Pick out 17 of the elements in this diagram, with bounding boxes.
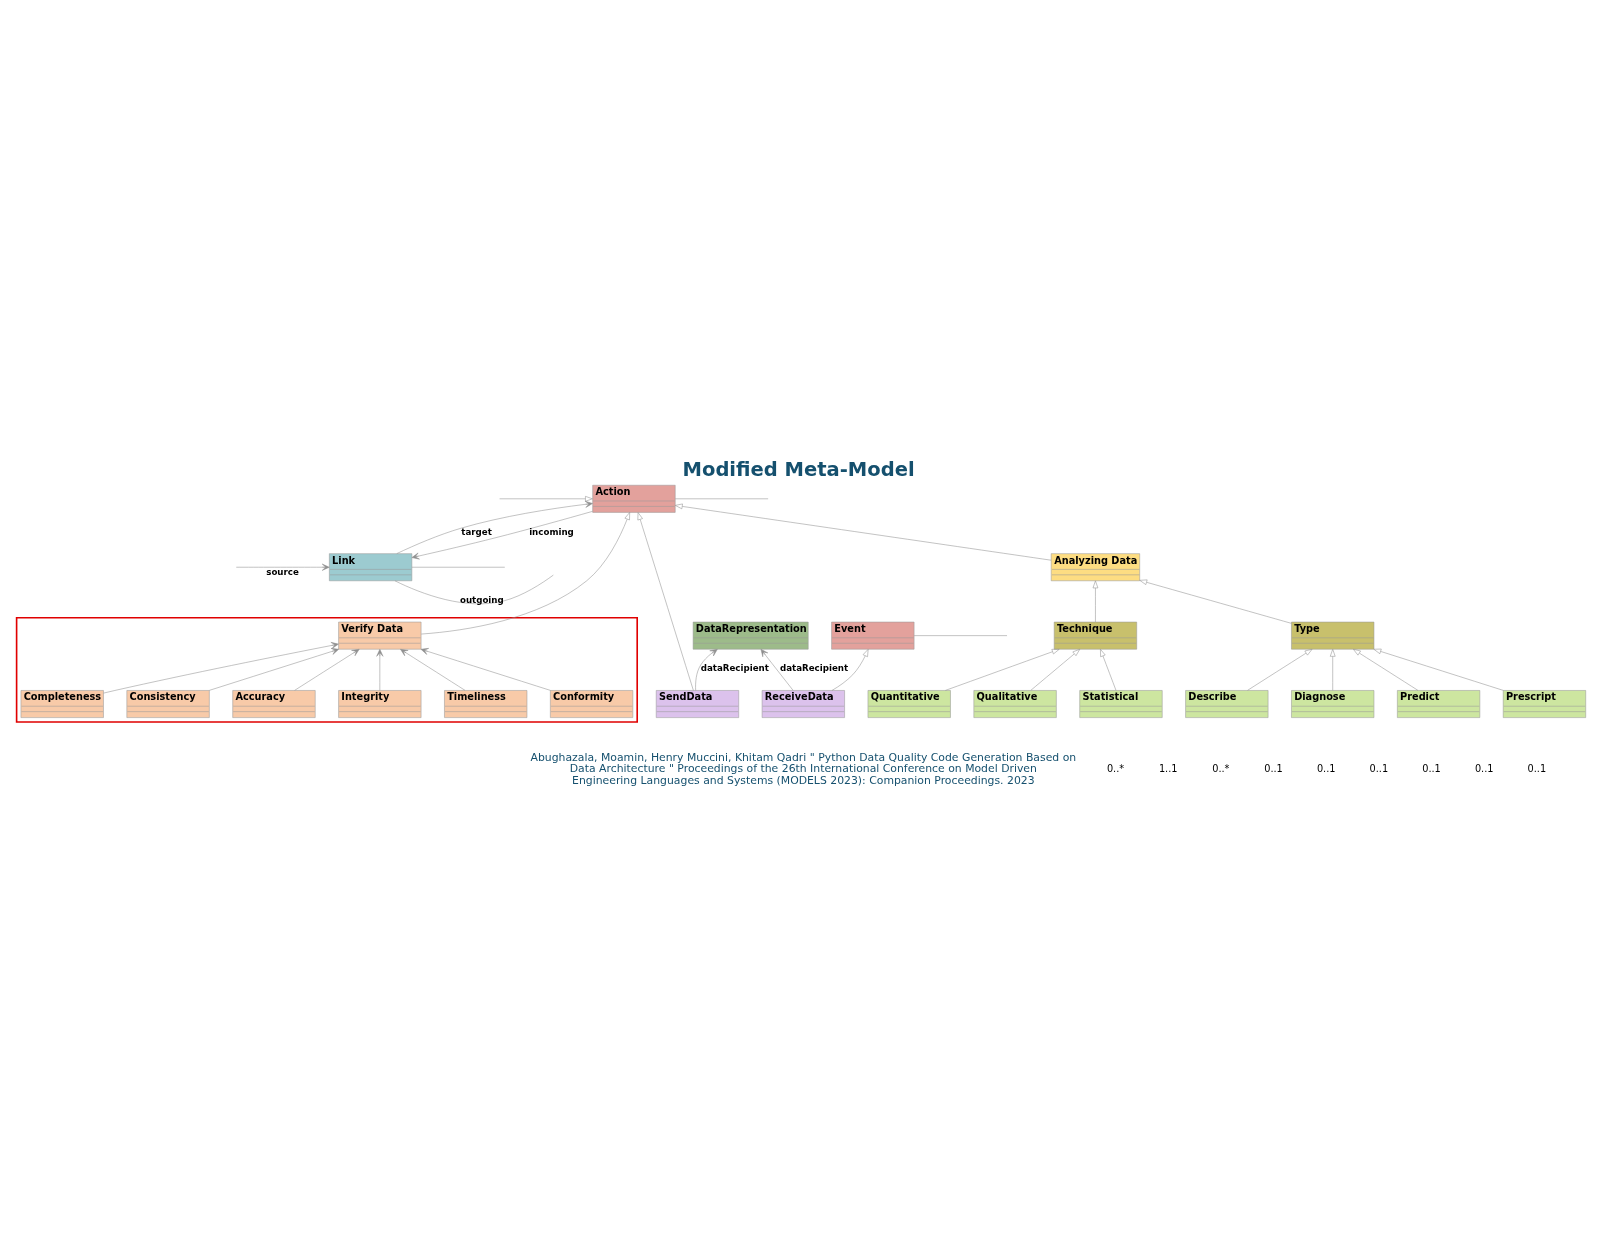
edge-label: target: [461, 526, 492, 537]
diagram-title: Modified Meta-Model: [682, 457, 915, 481]
label: 1..1: [1158, 762, 1178, 774]
label: 0..1: [1264, 762, 1283, 774]
edge-label: incoming: [529, 526, 574, 537]
label: 0..1: [1527, 762, 1547, 774]
edge-label: dataRecipient: [780, 662, 849, 673]
label: 0..1: [1316, 762, 1336, 774]
label: 0..*: [1106, 762, 1125, 774]
edge-label: outgoing: [459, 594, 504, 605]
label: 0..1: [1369, 762, 1389, 774]
edge-label: source: [266, 566, 299, 577]
edge-label: dataRecipient: [700, 662, 769, 673]
label: 0..1: [1422, 762, 1441, 774]
caption: Abughazala, Moamin, Henry Muccini, Khitam Qadri " Python Data Quality Code Generation Based on Data Architecture " Proceedings of the 26th International Conference on Model Driven Engineering Languages and Systems (MODELS 2023): Companion Proceedings. 2023: [530, 750, 1077, 787]
label: 0..*: [1212, 762, 1230, 774]
label: 0..1: [1474, 762, 1494, 774]
